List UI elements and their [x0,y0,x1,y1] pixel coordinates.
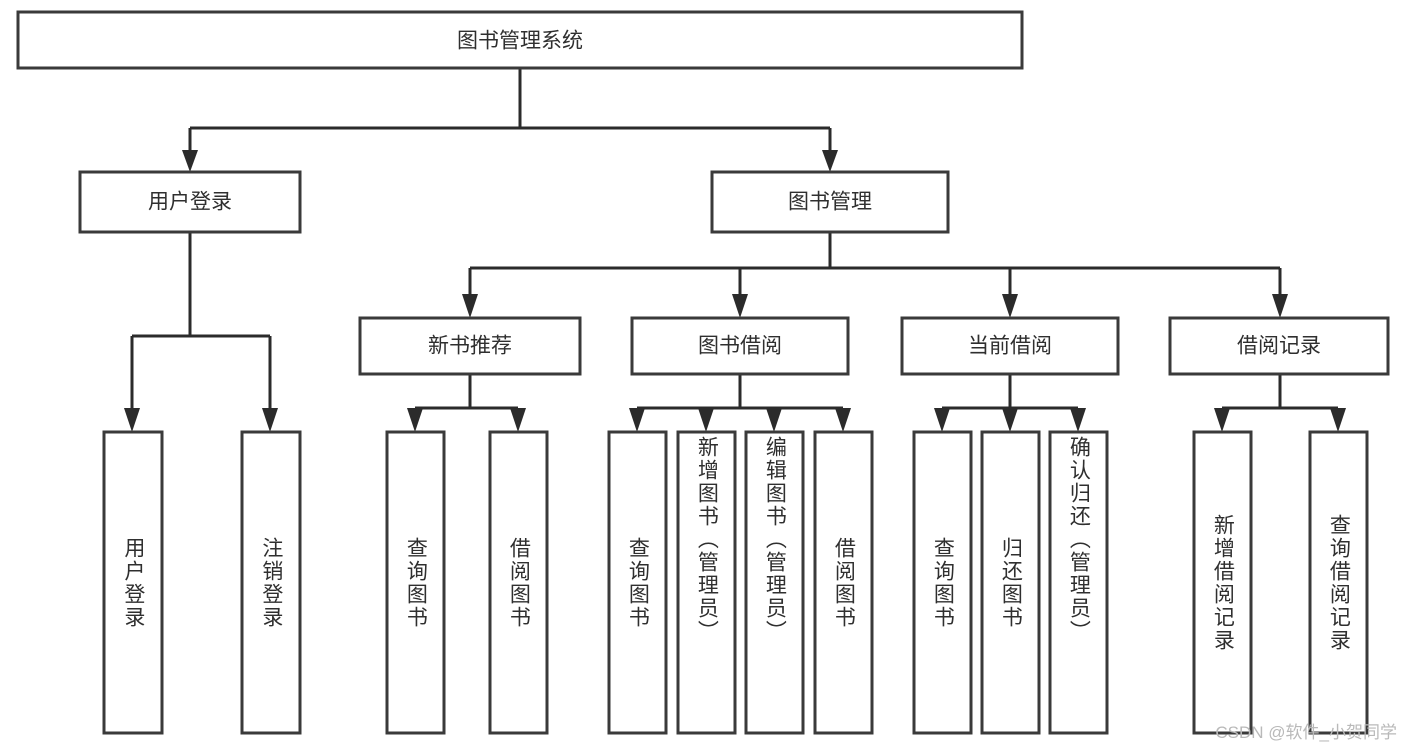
node-leaf-return-book[interactable] [980,430,1041,735]
arrow-head-icon [462,294,478,318]
connector-bookmanage-to-level2 [462,232,1288,318]
arrow-head-icon [1330,408,1346,432]
arrow-head-icon [124,408,140,432]
node-leaf-confirm-return[interactable] [1048,430,1109,735]
arrow-head-icon [1272,294,1288,318]
node-root-label: 图书管理系统 [457,30,583,53]
connector-borrowrecord-to-leaves [1214,374,1346,432]
node-leaf-add-book[interactable] [676,430,737,735]
arrow-head-icon [822,150,838,172]
node-leaf-user-login[interactable] [102,430,164,735]
node-root[interactable]: 图书管理系统 [16,10,1024,70]
arrow-head-icon [629,408,645,432]
node-new-book-rec[interactable]: 新书推荐 [358,316,582,376]
node-leaf-borrow-book-1[interactable] [488,430,549,735]
node-leaf-logout[interactable] [240,430,302,735]
connector-currentborrow-to-leaves [934,374,1086,432]
node-leaf-edit-book[interactable] [744,430,805,735]
node-leaf-query-book-1[interactable] [385,430,446,735]
node-book-manage-label: 图书管理 [788,191,872,214]
arrow-head-icon [934,408,950,432]
node-borrow-record-label: 借阅记录 [1237,335,1321,358]
node-leaf-borrow-book-2[interactable] [813,430,874,735]
node-leaf-query-book-2[interactable] [607,430,668,735]
connector-newbookrec-to-leaves [407,374,526,432]
node-leaf-add-record[interactable] [1192,430,1253,735]
arrow-head-icon [182,150,198,172]
arrow-head-icon [1002,294,1018,318]
arrow-head-icon [510,408,526,432]
connector-bookborrow-to-leaves [629,374,851,432]
node-book-borrow[interactable]: 图书借阅 [630,316,850,376]
arrow-head-icon [732,294,748,318]
node-book-manage[interactable]: 图书管理 [710,170,950,234]
arrow-head-icon [1070,408,1086,432]
connector-userlogin-to-leaves [124,232,278,432]
node-new-book-rec-label: 新书推荐 [428,335,512,358]
arrow-head-icon [1002,408,1018,432]
arrow-head-icon [407,408,423,432]
node-borrow-record[interactable]: 借阅记录 [1168,316,1390,376]
arrow-head-icon [1214,408,1230,432]
connector-root-to-level1 [182,68,838,172]
arrow-head-icon [262,408,278,432]
node-book-borrow-label: 图书借阅 [698,335,782,358]
arrow-head-icon [698,408,714,432]
node-leaf-query-book-3[interactable] [912,430,973,735]
node-leaf-query-record[interactable] [1308,430,1369,735]
node-user-login[interactable]: 用户登录 [78,170,302,234]
arrow-head-icon [766,408,782,432]
node-current-borrow-label: 当前借阅 [968,335,1052,358]
arrow-head-icon [835,408,851,432]
node-current-borrow[interactable]: 当前借阅 [900,316,1120,376]
watermark: CSDN @软件_小贺同学 [1215,723,1397,742]
node-user-login-label: 用户登录 [148,191,232,214]
